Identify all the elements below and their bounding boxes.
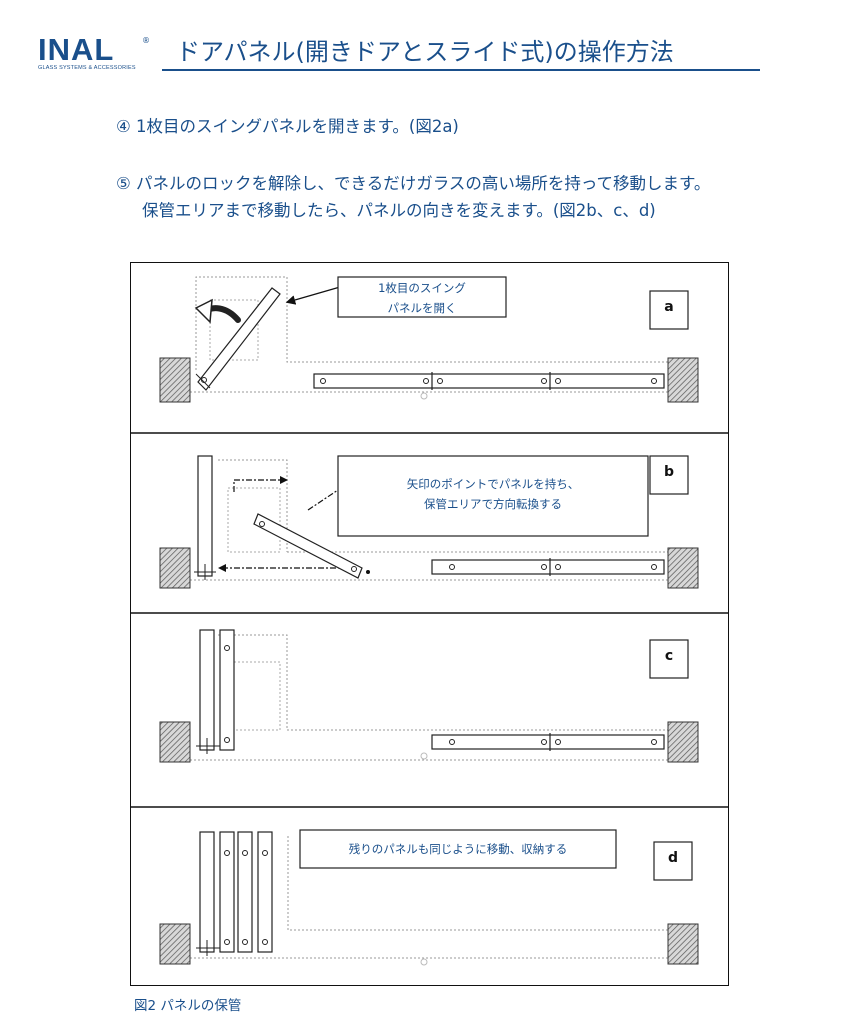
wall-block-left bbox=[159, 547, 191, 589]
step-5-text-line1: ⑤ パネルのロックを解除し、できるだけガラスの高い場所を持って移動します。 bbox=[116, 174, 711, 193]
panel-b-callout-line1: 矢印のポイントでパネルを持ち、 bbox=[406, 477, 580, 491]
title-underline bbox=[162, 69, 760, 71]
panel-b-callout: 矢印のポイントでパネルを持ち、 保管エリアで方向転換する bbox=[338, 474, 648, 514]
step-4-text: ④ 1枚目のスイングパネルを開きます。(図2a) bbox=[116, 117, 459, 136]
panel-d-callout: 残りのパネルも同じように移動、収納する bbox=[300, 839, 616, 859]
panel-b-letter: b bbox=[663, 464, 675, 480]
wall-block-right bbox=[667, 721, 699, 763]
panel-a-callout-line1: 1枚目のスイング bbox=[378, 281, 466, 295]
panel-a-letter-box bbox=[649, 290, 689, 330]
panel-a-callout: 1枚目のスイング パネルを開く bbox=[338, 278, 506, 318]
logo-registered-mark: ® bbox=[142, 36, 150, 45]
wall-block-right bbox=[667, 547, 699, 589]
panel-d-letter-box bbox=[653, 841, 693, 881]
figure-2-panel-storage: 1枚目のスイング パネルを開く a 矢印のポイントでパネルを持ち、 保管エリアで… bbox=[130, 262, 729, 986]
panel-a-letter: a bbox=[664, 299, 674, 315]
page-title: ドアパネル(開きドアとスライド式)の操作方法 bbox=[176, 38, 674, 66]
wall-block-left bbox=[159, 357, 191, 403]
figure-caption: 図2 パネルの保管 bbox=[134, 998, 242, 1014]
panel-d-callout-line1: 残りのパネルも同じように移動、収納する bbox=[348, 842, 568, 856]
panel-b-callout-box bbox=[337, 455, 649, 537]
panel-d-letter: d bbox=[667, 850, 679, 866]
panel-a-callout-box bbox=[337, 276, 507, 318]
panel-a-diagram bbox=[159, 276, 699, 403]
panel-b-callout-line2: 保管エリアで方向転換する bbox=[424, 497, 562, 511]
wall-block-left bbox=[159, 721, 191, 763]
logo-text: INAL bbox=[38, 32, 115, 67]
inal-logo: INAL ® GLASS SYSTEMS & ACCESSORIES bbox=[38, 32, 150, 74]
panel-b-letter-box bbox=[649, 455, 689, 495]
wall-block-right bbox=[667, 923, 699, 965]
logo-tagline: GLASS SYSTEMS & ACCESSORIES bbox=[38, 65, 136, 71]
step-5-text-line2: 保管エリアまで移動したら、パネルの向きを変えます。(図2b、c、d) bbox=[142, 201, 656, 220]
panel-c-diagram bbox=[159, 629, 699, 763]
wall-block-right bbox=[667, 357, 699, 403]
wall-block-left bbox=[159, 923, 191, 965]
panel-a-callout-line2: パネルを開く bbox=[387, 301, 457, 315]
panel-d-callout-box bbox=[299, 829, 617, 869]
figure-diagram bbox=[130, 262, 729, 986]
panel-d-diagram bbox=[159, 829, 699, 966]
panel-b-diagram bbox=[159, 455, 699, 589]
panel-c-letter-box bbox=[649, 639, 689, 679]
panel-c-letter: c bbox=[664, 648, 674, 664]
